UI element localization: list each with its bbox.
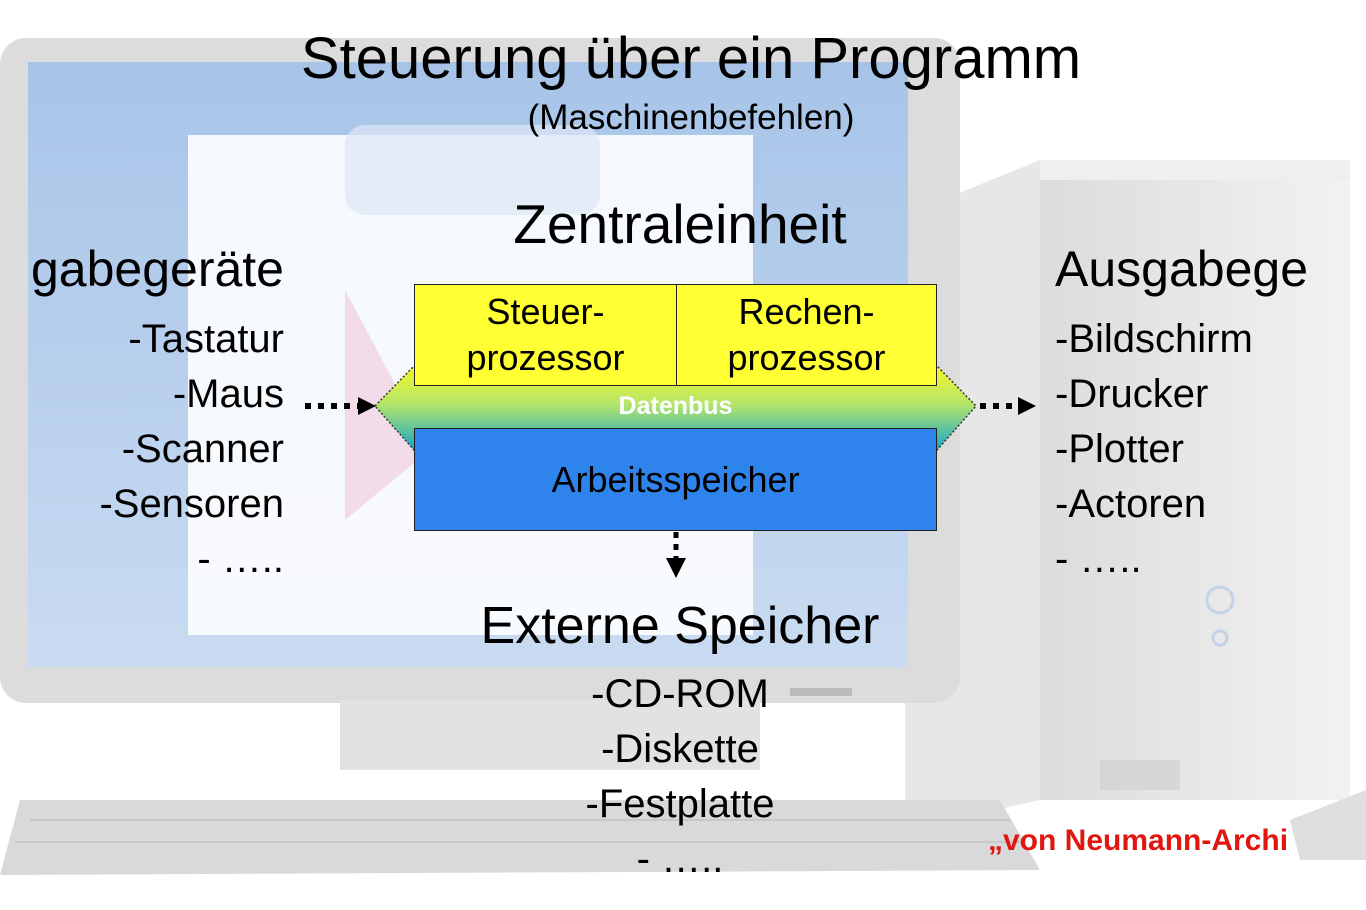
output-devices-heading: Ausgabege xyxy=(1055,241,1309,297)
output-devices-list: -Bildschirm -Drucker -Plotter -Actoren -… xyxy=(1055,312,1253,587)
input-device-item: -Sensoren xyxy=(99,482,284,526)
central-unit-heading: Zentraleinheit xyxy=(513,193,847,255)
input-to-cpu-arrow xyxy=(305,397,376,415)
input-device-item: - ….. xyxy=(197,537,284,581)
slide-subtitle: (Maschinenbefehlen) xyxy=(527,98,855,137)
input-device-item: -Scanner xyxy=(121,427,284,471)
output-device-item: -Drucker xyxy=(1055,372,1209,416)
external-storage-item: -Diskette xyxy=(601,727,759,771)
cpu-to-output-arrow xyxy=(980,397,1036,415)
control-processor-label-line1: Steuer- xyxy=(486,291,605,332)
keyboard-illustration xyxy=(0,790,1366,875)
slide-title: Steuerung über ein Programm xyxy=(300,26,1082,91)
output-device-item: - ….. xyxy=(1055,537,1142,581)
output-device-item: -Bildschirm xyxy=(1055,317,1253,361)
input-devices-list: -Tastatur -Maus -Scanner -Sensoren - ….. xyxy=(99,312,284,587)
main-memory-label: Arbeitsspeicher xyxy=(551,458,800,500)
external-storage-item: -Festplatte xyxy=(585,782,775,826)
input-device-item: -Tastatur xyxy=(128,317,284,361)
external-storage-item: - ….. xyxy=(636,837,724,881)
architecture-footnote: „von Neumann-Archi xyxy=(988,824,1289,857)
output-device-item: -Plotter xyxy=(1055,427,1184,471)
external-storage-item: -CD-ROM xyxy=(591,672,769,716)
arithmetic-processor-label-line1: Rechen- xyxy=(738,291,875,332)
data-bus-label: Datenbus xyxy=(618,392,733,420)
input-devices-heading: gabegeräte xyxy=(30,241,284,297)
input-device-item: -Maus xyxy=(172,372,284,416)
main-memory-box: Arbeitsspeicher xyxy=(414,428,937,531)
control-processor-box: Steuer- prozessor xyxy=(414,284,677,386)
external-storage-list: -CD-ROM -Diskette -Festplatte - ….. xyxy=(480,667,880,887)
external-storage-heading: Externe Speicher xyxy=(480,597,880,655)
control-processor-label-line2: prozessor xyxy=(466,337,625,378)
memory-to-storage-arrow xyxy=(666,532,686,578)
output-device-item: -Actoren xyxy=(1055,482,1207,526)
arithmetic-processor-box: Rechen- prozessor xyxy=(676,284,937,386)
arithmetic-processor-label-line2: prozessor xyxy=(727,337,886,378)
